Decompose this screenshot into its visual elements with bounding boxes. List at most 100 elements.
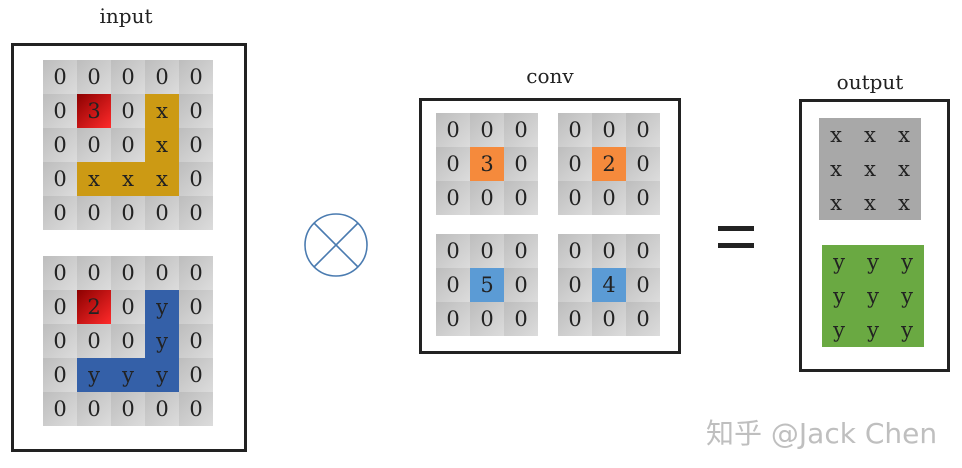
- grid-cell: x: [77, 162, 111, 196]
- grid-cell: 0: [436, 268, 470, 302]
- grid-cell: y: [145, 324, 179, 358]
- grid-cell: x: [887, 186, 921, 220]
- grid-cell: 0: [592, 113, 626, 147]
- grid-cell: 0: [111, 256, 145, 290]
- grid-cell: y: [145, 358, 179, 392]
- grid-cell: 0: [436, 147, 470, 181]
- grid-cell: y: [77, 358, 111, 392]
- grid-cell: 0: [179, 60, 213, 94]
- grid-cell: 0: [77, 392, 111, 426]
- grid-cell: 0: [77, 196, 111, 230]
- grid-cell: x: [887, 152, 921, 186]
- grid-cell: 0: [558, 147, 592, 181]
- grid-cell: 0: [111, 60, 145, 94]
- grid-cell: 5: [470, 268, 504, 302]
- grid-cell: 0: [436, 113, 470, 147]
- grid-cell: 0: [436, 181, 470, 215]
- grid-cell: 0: [43, 60, 77, 94]
- grid-cell: 0: [77, 256, 111, 290]
- circled-times-icon: [304, 213, 368, 277]
- grid-cell: 0: [470, 113, 504, 147]
- grid-cell: 0: [436, 302, 470, 336]
- grid-cell: 0: [558, 302, 592, 336]
- grid-cell: 0: [504, 268, 538, 302]
- input-label: input: [99, 4, 153, 28]
- grid-cell: x: [853, 186, 887, 220]
- grid-cell: y: [856, 245, 890, 279]
- grid-cell: y: [856, 313, 890, 347]
- grid-cell: 0: [504, 113, 538, 147]
- grid-cell: 0: [179, 324, 213, 358]
- grid-cell: 0: [111, 290, 145, 324]
- grid-cell: 0: [43, 290, 77, 324]
- grid-cell: 0: [43, 94, 77, 128]
- grid-cell: 0: [504, 181, 538, 215]
- grid-cell: 0: [592, 181, 626, 215]
- grid-cell: 0: [558, 234, 592, 268]
- grid-cell: 0: [626, 113, 660, 147]
- grid-cell: 3: [470, 147, 504, 181]
- grid-cell: 0: [504, 302, 538, 336]
- grid-cell: 0: [436, 234, 470, 268]
- grid-cell: 0: [111, 128, 145, 162]
- grid-cell: 0: [145, 392, 179, 426]
- grid-cell: 0: [111, 94, 145, 128]
- grid-cell: 0: [626, 181, 660, 215]
- output-label: output: [836, 70, 904, 94]
- grid-cell: 3: [77, 94, 111, 128]
- grid-cell: 0: [179, 94, 213, 128]
- grid-cell: x: [853, 118, 887, 152]
- grid-cell: 0: [77, 60, 111, 94]
- grid-cell: 0: [43, 128, 77, 162]
- grid-cell: 0: [626, 234, 660, 268]
- grid-cell: 0: [43, 324, 77, 358]
- grid-cell: 2: [592, 147, 626, 181]
- grid-cell: 0: [504, 234, 538, 268]
- grid-cell: x: [887, 118, 921, 152]
- grid-cell: 0: [43, 358, 77, 392]
- grid-cell: 0: [179, 290, 213, 324]
- grid-cell: y: [822, 279, 856, 313]
- grid-cell: 0: [558, 113, 592, 147]
- grid-cell: 0: [626, 268, 660, 302]
- grid-cell: 4: [592, 268, 626, 302]
- grid-cell: 0: [179, 256, 213, 290]
- grid-cell: 0: [77, 128, 111, 162]
- grid-cell: y: [145, 290, 179, 324]
- grid-cell: 0: [592, 302, 626, 336]
- grid-cell: x: [819, 186, 853, 220]
- grid-cell: 0: [626, 302, 660, 336]
- grid-cell: x: [145, 94, 179, 128]
- grid-cell: 0: [111, 196, 145, 230]
- grid-cell: 0: [145, 196, 179, 230]
- grid-cell: 0: [179, 162, 213, 196]
- grid-cell: 0: [470, 181, 504, 215]
- grid-cell: y: [822, 245, 856, 279]
- grid-cell: x: [145, 128, 179, 162]
- grid-cell: 0: [43, 162, 77, 196]
- grid-cell: 0: [558, 181, 592, 215]
- grid-cell: 0: [470, 234, 504, 268]
- grid-cell: 0: [592, 234, 626, 268]
- grid-cell: 0: [145, 256, 179, 290]
- grid-cell: 0: [111, 324, 145, 358]
- grid-cell: 0: [111, 392, 145, 426]
- grid-cell: x: [819, 152, 853, 186]
- grid-cell: y: [822, 313, 856, 347]
- grid-cell: 0: [558, 268, 592, 302]
- grid-cell: y: [856, 279, 890, 313]
- grid-cell: y: [890, 313, 924, 347]
- grid-cell: 0: [145, 60, 179, 94]
- grid-cell: x: [145, 162, 179, 196]
- grid-cell: x: [853, 152, 887, 186]
- grid-cell: y: [890, 279, 924, 313]
- grid-cell: 0: [179, 392, 213, 426]
- grid-cell: 0: [626, 147, 660, 181]
